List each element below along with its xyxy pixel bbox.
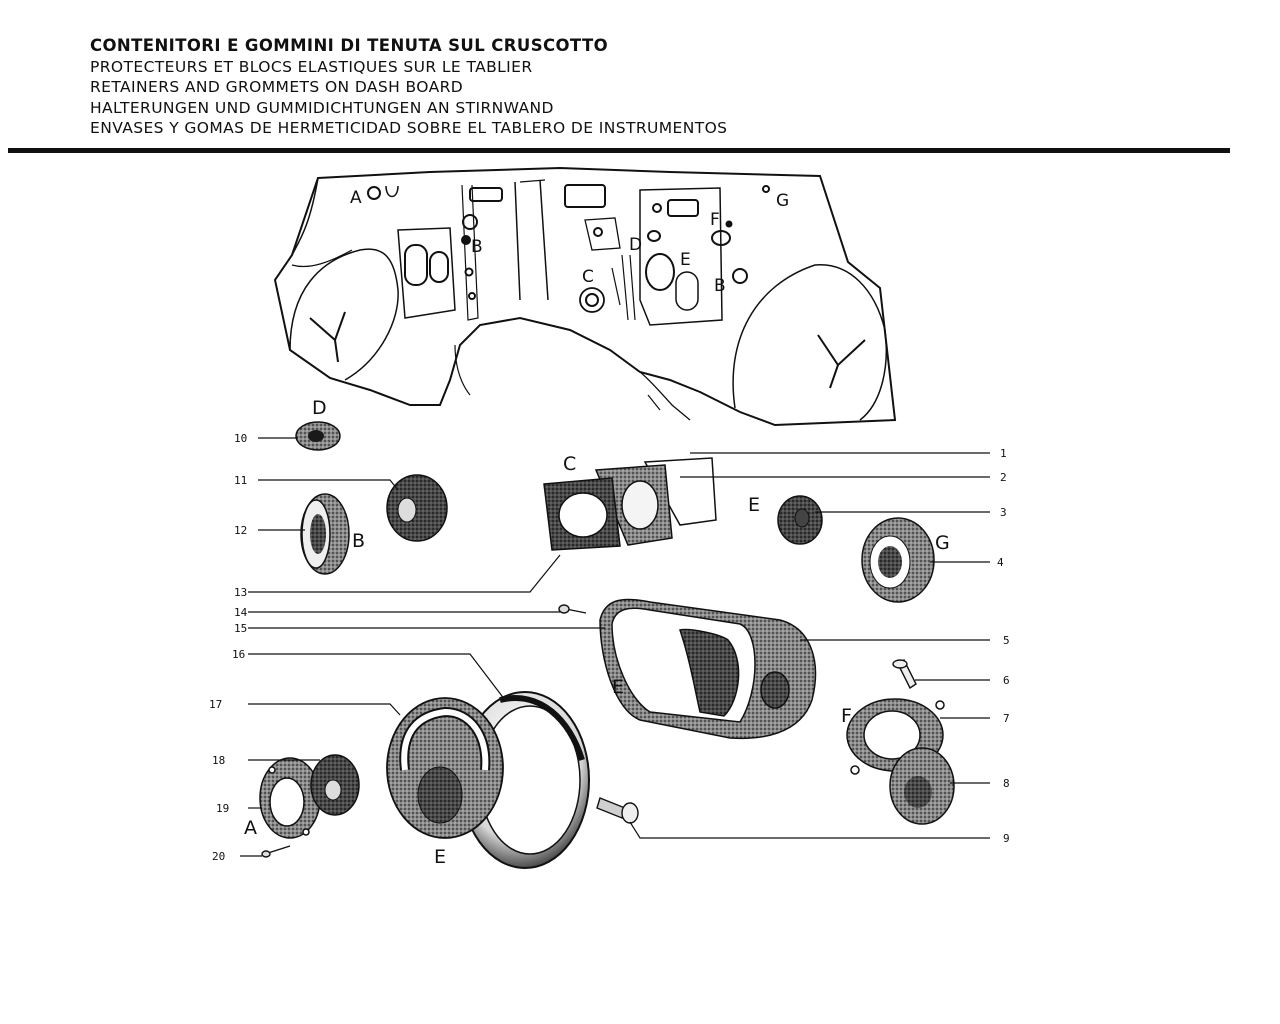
part-letter-f: F bbox=[841, 705, 852, 727]
ref-number-2: 2 bbox=[1000, 471, 1007, 484]
part-grommet-b bbox=[300, 493, 350, 575]
ref-number-19: 19 bbox=[216, 802, 229, 815]
leader-9 bbox=[629, 821, 990, 839]
dash-label-a: A bbox=[350, 188, 362, 208]
dash-label-g: G bbox=[776, 191, 789, 211]
reference-numbers: 1 2 3 4 5 6 7 8 9 10 11 12 13 14 15 16 1… bbox=[209, 432, 1010, 863]
part-grommet-f bbox=[889, 747, 955, 825]
title-english: RETAINERS AND GROMMETS ON DASH BOARD bbox=[90, 78, 464, 96]
part-letter-e-bezel: E bbox=[434, 846, 446, 868]
ref-number-18: 18 bbox=[212, 754, 225, 767]
ref-number-1: 1 bbox=[1000, 447, 1007, 460]
ref-number-14: 14 bbox=[234, 606, 248, 619]
ref-number-17: 17 bbox=[209, 698, 222, 711]
part-flange-a bbox=[259, 757, 321, 839]
dashboard-outline bbox=[273, 166, 897, 427]
dash-label-e: E bbox=[680, 250, 691, 270]
title-german: HALTERUNGEN UND GUMMIDICHTUNGEN AN STIRN… bbox=[90, 98, 554, 117]
ref-number-16: 16 bbox=[232, 648, 245, 661]
title-italian: CONTENITORI E GOMMINI DI TENUTA SUL CRUS… bbox=[90, 36, 609, 55]
leader-lines bbox=[240, 437, 990, 857]
ref-number-7: 7 bbox=[1003, 712, 1010, 725]
ref-number-8: 8 bbox=[1003, 777, 1010, 790]
ref-number-13: 13 bbox=[234, 586, 247, 599]
part-screw-9 bbox=[596, 797, 639, 824]
dashboard-panel bbox=[273, 166, 897, 427]
ref-number-20: 20 bbox=[212, 850, 225, 863]
ref-number-6: 6 bbox=[1003, 674, 1010, 687]
part-grommet-e-large bbox=[386, 697, 504, 839]
part-letter-c: C bbox=[563, 453, 576, 475]
dash-label-b-left: B bbox=[471, 237, 483, 257]
ref-number-11: 11 bbox=[234, 474, 247, 487]
ref-number-9: 9 bbox=[1003, 832, 1010, 845]
dash-label-c: C bbox=[582, 267, 594, 287]
ref-number-10: 10 bbox=[234, 432, 247, 445]
part-housing-e bbox=[599, 598, 817, 740]
leader-11 bbox=[258, 479, 399, 491]
ref-number-12: 12 bbox=[234, 524, 247, 537]
header-rule bbox=[8, 148, 1230, 153]
part-grommet-g bbox=[861, 517, 935, 603]
dash-label-d: D bbox=[629, 235, 642, 255]
part-grommet-d bbox=[295, 421, 341, 451]
part-letter-a: A bbox=[244, 817, 257, 839]
part-letters: D B C E G E F A E bbox=[244, 397, 950, 868]
title-french: PROTECTEURS ET BLOCS ELASTIQUES SUR LE T… bbox=[90, 57, 533, 76]
title-spanish: ENVASES Y GOMAS DE HERMETICIDAD SOBRE EL… bbox=[90, 119, 728, 137]
dashboard-labels: A B C D E F G B bbox=[350, 188, 789, 296]
part-grommet-e-small bbox=[777, 495, 823, 545]
dash-label-b-right: B bbox=[714, 276, 726, 296]
part-letter-b: B bbox=[352, 530, 365, 552]
leader-17 bbox=[248, 703, 401, 716]
part-bolt-6 bbox=[892, 658, 917, 690]
ref-number-4: 4 bbox=[997, 556, 1004, 569]
title-block: CONTENITORI E GOMMINI DI TENUTA SUL CRUS… bbox=[90, 36, 727, 139]
part-letter-d: D bbox=[312, 397, 327, 419]
part-letter-g: G bbox=[935, 532, 950, 554]
leader-13 bbox=[248, 554, 561, 593]
part-screw-14 bbox=[558, 604, 587, 614]
part-letter-e-small: E bbox=[748, 494, 760, 516]
leader-16 bbox=[248, 653, 506, 701]
ref-number-5: 5 bbox=[1003, 634, 1010, 647]
dash-label-f: F bbox=[710, 210, 720, 230]
ref-number-15: 15 bbox=[234, 622, 247, 635]
part-plate-c bbox=[543, 457, 717, 551]
part-grommet-a bbox=[310, 754, 360, 816]
ref-number-3: 3 bbox=[1000, 506, 1007, 519]
part-letter-e-housing: E bbox=[612, 676, 624, 698]
part-screw-20 bbox=[261, 845, 291, 858]
part-grommet-11 bbox=[386, 474, 448, 542]
